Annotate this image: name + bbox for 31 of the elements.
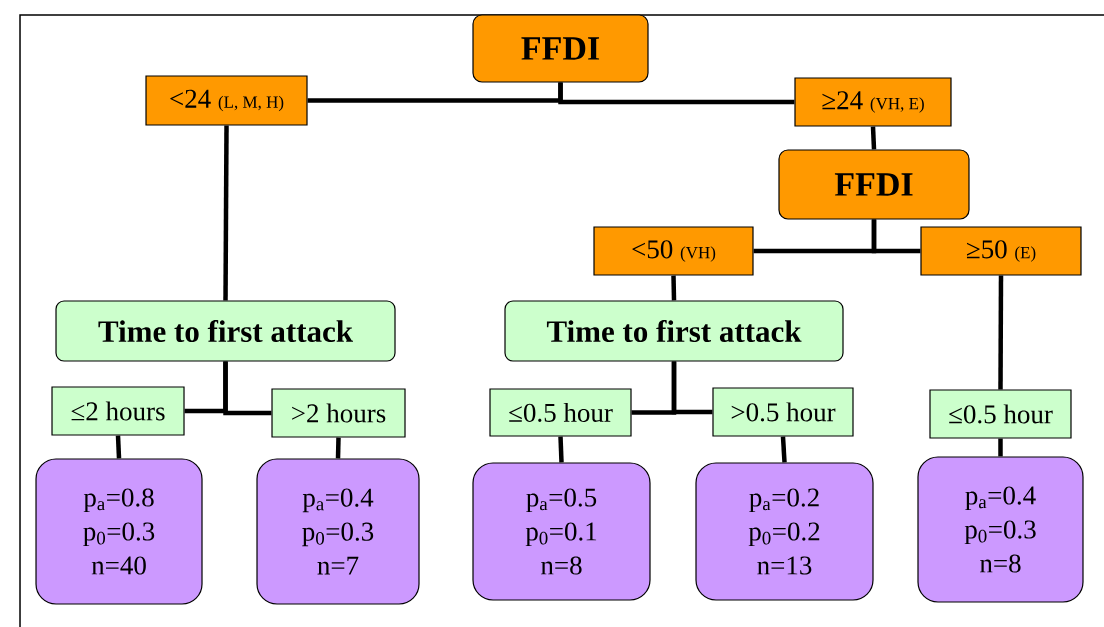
condition-box: ≤2 hours — [51, 386, 185, 436]
result-box: p$_{a}$=0.4 p$_{0}$=0.3 n=7 — [256, 458, 420, 605]
connector — [223, 361, 272, 416]
result-box: p$_{a}$=0.5 p$_{0}$=0.1 n=8 — [472, 462, 651, 601]
connector — [870, 126, 877, 150]
condition-box: ≤0.5 hour — [929, 389, 1072, 439]
connector — [558, 436, 564, 463]
connector — [223, 125, 229, 301]
decision-box: FFDI — [778, 149, 970, 220]
decision-box: FFDI — [472, 14, 649, 83]
condition-box: >0.5 hour — [712, 387, 854, 437]
condition-box: ≤0.5 hour — [489, 388, 632, 437]
connector — [998, 275, 1004, 390]
connector — [998, 438, 1003, 457]
threshold-box: ≥50 (E) — [920, 226, 1082, 276]
result-box: p$_{a}$=0.2 p$_{0}$=0.2 n=13 — [695, 462, 874, 601]
condition-box: >2 hours — [271, 388, 406, 438]
decision-box: Time to first attack — [55, 300, 396, 362]
decision-box: Time to first attack — [504, 300, 844, 362]
threshold-box: <24 (L, M, H) — [145, 75, 308, 126]
result-box: p$_{a}$=0.8 p$_{0}$=0.3 n=40 — [35, 458, 203, 605]
connector — [871, 219, 921, 254]
threshold-box: <50 (VH) — [593, 226, 754, 276]
threshold-box: ≥24 (VH, E) — [794, 77, 952, 127]
connector — [671, 275, 677, 301]
connector — [558, 82, 795, 105]
connector — [335, 437, 341, 459]
result-box: p$_{a}$=0.4 p$_{0}$=0.3 n=8 — [917, 456, 1084, 603]
connector — [115, 435, 122, 459]
connector — [780, 436, 787, 463]
connector — [671, 361, 713, 415]
